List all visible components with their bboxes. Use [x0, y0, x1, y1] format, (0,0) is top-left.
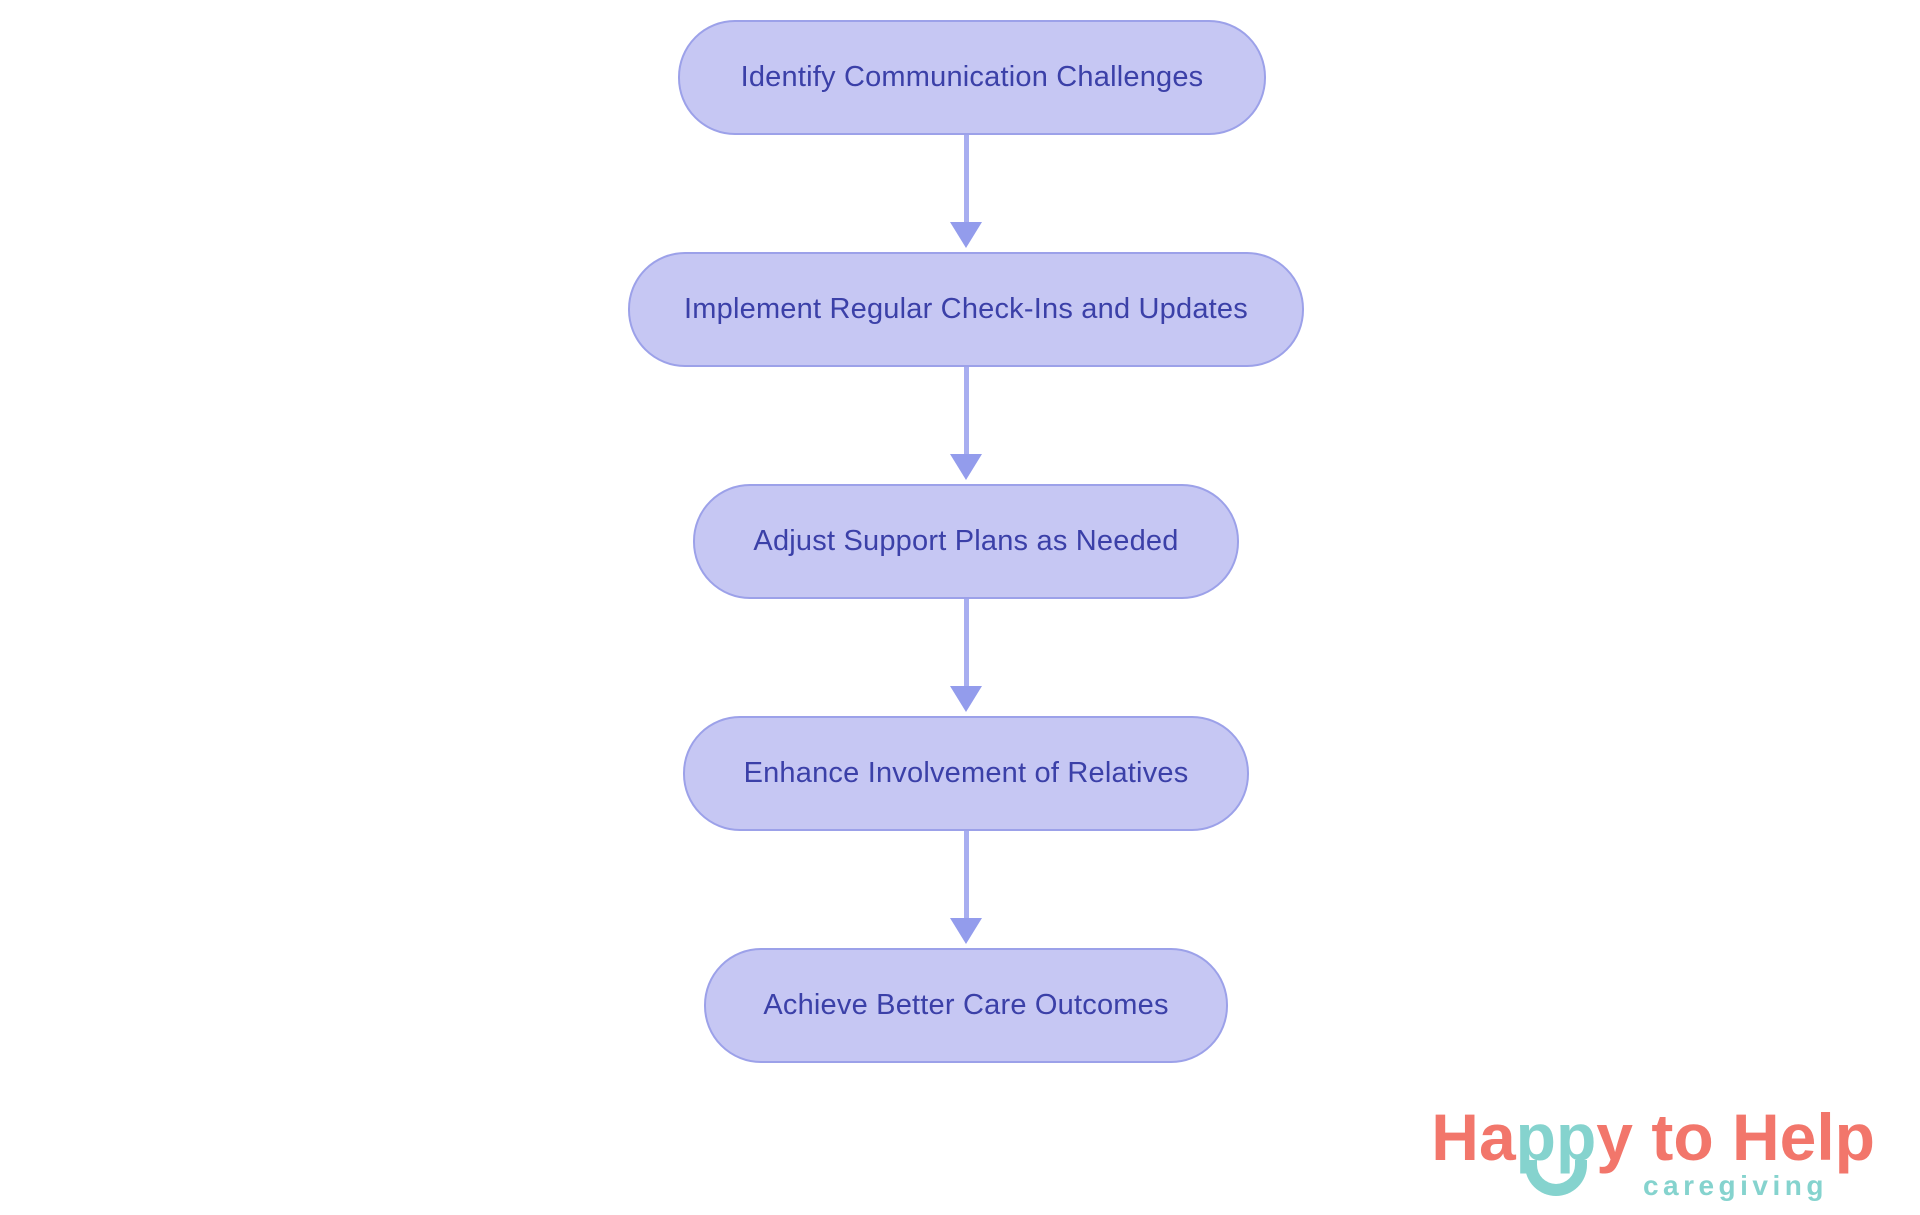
flow-arrow-1	[950, 135, 982, 252]
flow-step-label: Implement Regular Check-Ins and Updates	[684, 293, 1248, 325]
flow-step-identify-communication-challenges: Identify Communication Challenges	[678, 20, 1266, 135]
arrow-head-icon	[950, 918, 982, 944]
flow-step-label: Enhance Involvement of Relatives	[743, 757, 1189, 789]
arrow-line	[963, 367, 969, 454]
flow-step-label: Identify Communication Challenges	[740, 61, 1204, 93]
flow-step-adjust-support-plans: Adjust Support Plans as Needed	[693, 484, 1239, 599]
brand-text-suffix: y to Help	[1596, 1100, 1875, 1174]
arrow-line	[963, 831, 969, 918]
flow-arrow-4	[950, 831, 982, 948]
arrow-head-icon	[950, 222, 982, 248]
brand-text-mid: pp	[1515, 1100, 1597, 1174]
arrow-head-icon	[950, 686, 982, 712]
arrow-line	[963, 135, 969, 222]
brand-pp-smiley: pp	[1516, 1104, 1596, 1196]
flow-step-enhance-involvement-of-relatives: Enhance Involvement of Relatives	[683, 716, 1249, 831]
flow-step-label: Achieve Better Care Outcomes	[763, 989, 1169, 1021]
arrow-line	[963, 599, 969, 686]
flow-step-achieve-better-care-outcomes: Achieve Better Care Outcomes	[704, 948, 1228, 1063]
flow-arrow-2	[950, 367, 982, 484]
flow-arrow-3	[950, 599, 982, 716]
flow-step-implement-regular-check-ins: Implement Regular Check-Ins and Updates	[628, 252, 1304, 367]
brand-text-prefix: Ha	[1431, 1100, 1516, 1174]
flow-step-label: Adjust Support Plans as Needed	[753, 525, 1179, 557]
arrow-head-icon	[950, 454, 982, 480]
brand-tagline: caregiving	[1642, 1170, 1828, 1201]
